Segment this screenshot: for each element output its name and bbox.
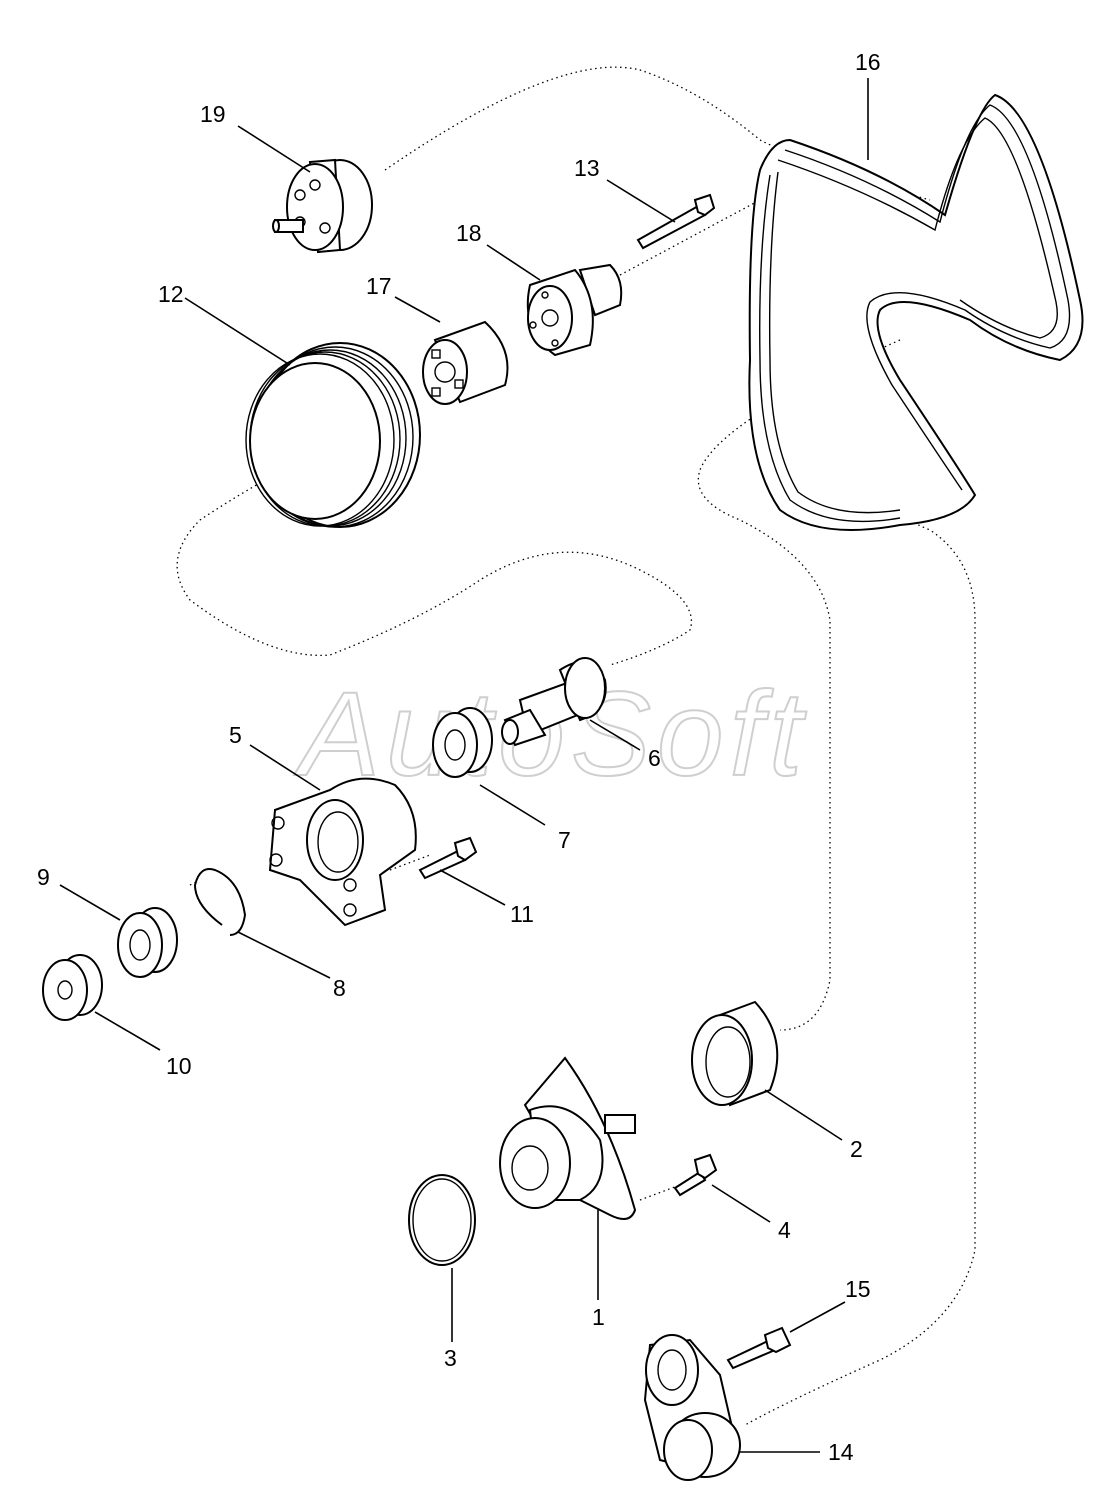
callout-19: 19 <box>200 101 226 127</box>
o-ring-part-3 <box>408 1174 476 1266</box>
callout-labels: 16 19 13 18 17 12 5 6 7 11 9 8 10 2 4 1 … <box>37 49 881 1465</box>
bolt-part-15 <box>726 1326 792 1370</box>
callout-5: 5 <box>229 722 242 748</box>
bolt-part-13 <box>636 193 716 250</box>
coupling-part-17 <box>422 320 509 405</box>
callout-14: 14 <box>828 1439 854 1465</box>
callout-18: 18 <box>456 220 482 246</box>
cap-part-10 <box>42 954 103 1021</box>
callout-1: 1 <box>592 1304 605 1330</box>
poly-v-belt-part-16 <box>748 93 1084 531</box>
bearing-part-7 <box>432 707 493 778</box>
bolt-part-11 <box>418 836 478 880</box>
callout-13: 13 <box>574 155 600 181</box>
callout-11: 11 <box>510 901 534 927</box>
belt-tensioner-part-14 <box>643 1334 741 1481</box>
crankshaft-pulley-part-12 <box>245 342 421 528</box>
flange-hub-part-18 <box>526 263 623 357</box>
callout-16: 16 <box>855 49 881 75</box>
callout-2: 2 <box>850 1136 863 1162</box>
callout-8: 8 <box>333 975 346 1001</box>
callout-4: 4 <box>778 1217 791 1243</box>
water-pump-part-1 <box>499 1056 637 1220</box>
callout-12: 12 <box>158 281 184 307</box>
shaft-part-6 <box>501 657 607 747</box>
idler-pulley-part-19 <box>272 158 373 254</box>
callout-10: 10 <box>166 1053 192 1079</box>
circlip-part-8 <box>193 868 247 936</box>
idler-roller-part-2 <box>691 1000 779 1107</box>
leader-lines <box>59 78 869 1453</box>
housing-part-5 <box>268 777 417 927</box>
callout-17: 17 <box>366 273 392 299</box>
bearing-part-9 <box>117 907 178 978</box>
callout-3: 3 <box>444 1345 457 1371</box>
callout-7: 7 <box>558 827 571 853</box>
bolt-part-4 <box>673 1153 718 1197</box>
callout-15: 15 <box>845 1276 871 1302</box>
callout-9: 9 <box>37 864 50 890</box>
callout-6: 6 <box>648 745 661 771</box>
